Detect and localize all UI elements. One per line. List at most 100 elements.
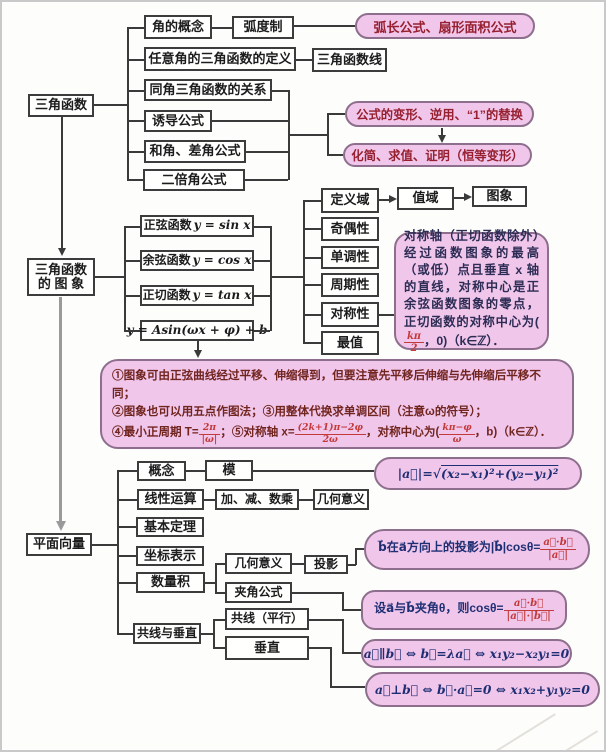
connector-line: [205, 582, 215, 584]
connector-line: [212, 27, 232, 29]
connector-line: [303, 228, 321, 230]
connector-line: [303, 200, 321, 202]
connector-line: [379, 199, 391, 201]
connector-line: [117, 582, 136, 584]
note-formula-transform: 公式的变形、逆用、“1”的替换: [345, 101, 534, 127]
connector-line: [124, 226, 140, 228]
angle-cosine-text: 设a⃗与b⃗夹角θ，则cosθ=a⃗·b⃗|a⃗|·|b⃗|: [374, 597, 554, 622]
arrowhead-right: [389, 195, 397, 203]
connector-line: [127, 179, 143, 181]
node-induction: 诱导公式: [144, 110, 212, 132]
connector-line: [94, 104, 127, 106]
cosine-label: 余弦函数: [142, 252, 191, 267]
connector-line: [127, 59, 144, 61]
connector-line: [303, 284, 321, 286]
connector-line: [127, 120, 144, 122]
connector-line: [124, 226, 126, 331]
connector-line: [124, 295, 140, 297]
connector-line: [254, 260, 270, 262]
node-add-sub-scalar: 加、减、数乘: [215, 489, 299, 510]
connector-line: [117, 555, 136, 557]
perpendicular-formula-text: a⃗⊥b⃗ ⇔ b⃗·a⃗=0 ⇔ x₁x₂+y₁y₂=0: [375, 682, 590, 697]
node-graph-root-line1: 三角函数: [34, 261, 87, 277]
connector-line: [348, 564, 356, 566]
connector-line: [246, 151, 288, 153]
modulus-formula-text: |a⃗|=√(x₂−x₁)²+(y₂−y₁)²: [397, 466, 559, 481]
connector-line: [245, 179, 288, 181]
connector-line: [254, 226, 270, 228]
arrowhead-down: [438, 135, 446, 143]
connector-line: [127, 151, 144, 153]
connector-line: [330, 686, 365, 688]
arrowhead-down: [56, 521, 66, 531]
note-modulus-formula: |a⃗|=√(x₂−x₁)²+(y₂−y₁)²: [374, 457, 582, 490]
arrowhead-right: [464, 193, 472, 201]
node-collinear-perp: 共线与垂直: [133, 623, 201, 644]
connector-line: [61, 117, 63, 249]
node-graph-root: 三角函数 的 图 象: [27, 258, 95, 296]
node-vec-concept: 概念: [137, 461, 186, 481]
note-arc-formula-text: 弧长公式、扇形面积公式: [373, 19, 517, 35]
note-parallel-formula: a⃗∥b⃗ ⇔ b⃗=λa⃗ ⇔ x₁y₂−x₂y₁=0: [361, 639, 572, 668]
connector-line: [327, 113, 329, 155]
node-angle-formula: 夹角公式: [225, 582, 292, 603]
connector-line: [288, 134, 327, 136]
symmetry-note-tail: ，0)（k∈ℤ）．: [424, 333, 505, 348]
connector-line: [213, 619, 215, 649]
connector-line: [59, 297, 62, 522]
note-graph-rules: ①图象可由正弦曲线经过平移、伸缩得到，但要注意先平移后伸缩与先伸缩后平移不同； …: [100, 359, 574, 449]
tangent-math: y = tan x: [192, 287, 252, 302]
node-graph-root-line2: 的 图 象: [37, 276, 85, 291]
connector-line: [342, 652, 361, 654]
node-sum-diff: 和角、差角公式: [144, 140, 246, 163]
node-geometric-meaning-1: 几何意义: [313, 489, 369, 510]
node-period: 周期性: [321, 273, 379, 297]
connector-line: [253, 470, 374, 472]
connector-line: [117, 526, 136, 528]
node-radian: 弧度制: [232, 16, 294, 39]
symmetry-note-body: 对称轴（正切函数除外）经过函数图象的最高（或低）点且垂直 x 轴的直线，对称中心…: [404, 228, 539, 329]
connector-line: [379, 314, 394, 316]
connector-line: [441, 128, 443, 137]
node-coordinates: 坐标表示: [136, 546, 204, 566]
connector-line: [342, 609, 361, 611]
connector-line: [327, 113, 345, 115]
node-collinear: 共线（平行）: [225, 608, 309, 630]
node-trig-definition: 任意角的三角函数的定义: [144, 47, 296, 71]
connector-line: [342, 592, 344, 610]
connector-line: [95, 276, 124, 278]
node-dot-product: 数量积: [136, 572, 205, 593]
connector-line: [342, 619, 344, 653]
note-angle-cosine: 设a⃗与b⃗夹角θ，则cosθ=a⃗·b⃗|a⃗|·|b⃗|: [361, 590, 567, 630]
note-symmetry-axis-text: 对称轴（正切函数除外）经过函数图象的最高（或低）点且垂直 x 轴的直线，对称中心…: [404, 228, 539, 355]
connector-line: [117, 470, 137, 472]
node-domain: 定义域: [321, 188, 379, 213]
node-range: 值域: [397, 187, 454, 210]
graph-rule-1: ①图象可由正弦曲线经过平移、伸缩得到，但要注意先平移后伸缩与先伸缩后平移不同；: [112, 369, 541, 400]
node-double-angle: 二倍角公式: [143, 169, 245, 191]
node-basic-theorem: 基本定理: [136, 517, 204, 537]
connector-line: [303, 200, 305, 343]
connector-line: [213, 647, 225, 649]
connector-line: [303, 314, 321, 316]
node-monotonic: 单调性: [321, 246, 379, 269]
sine-math: y = sin x: [193, 218, 251, 233]
connector-line: [355, 548, 357, 565]
connector-line: [330, 647, 332, 687]
node-projection: 投影: [304, 555, 348, 574]
node-image: 图象: [472, 186, 527, 207]
note-formula-transform-text: 公式的变形、逆用、“1”的替换: [356, 108, 523, 122]
connector-line: [186, 470, 205, 472]
node-vec-modulus: 模: [205, 460, 253, 481]
connector-line: [117, 499, 137, 501]
connector-line: [117, 470, 119, 634]
connector-line: [292, 563, 304, 565]
connector-line: [215, 563, 225, 565]
connector-line: [212, 120, 288, 122]
cosine-math: y = cos x: [192, 252, 252, 267]
watermark-stroke: [478, 713, 556, 750]
